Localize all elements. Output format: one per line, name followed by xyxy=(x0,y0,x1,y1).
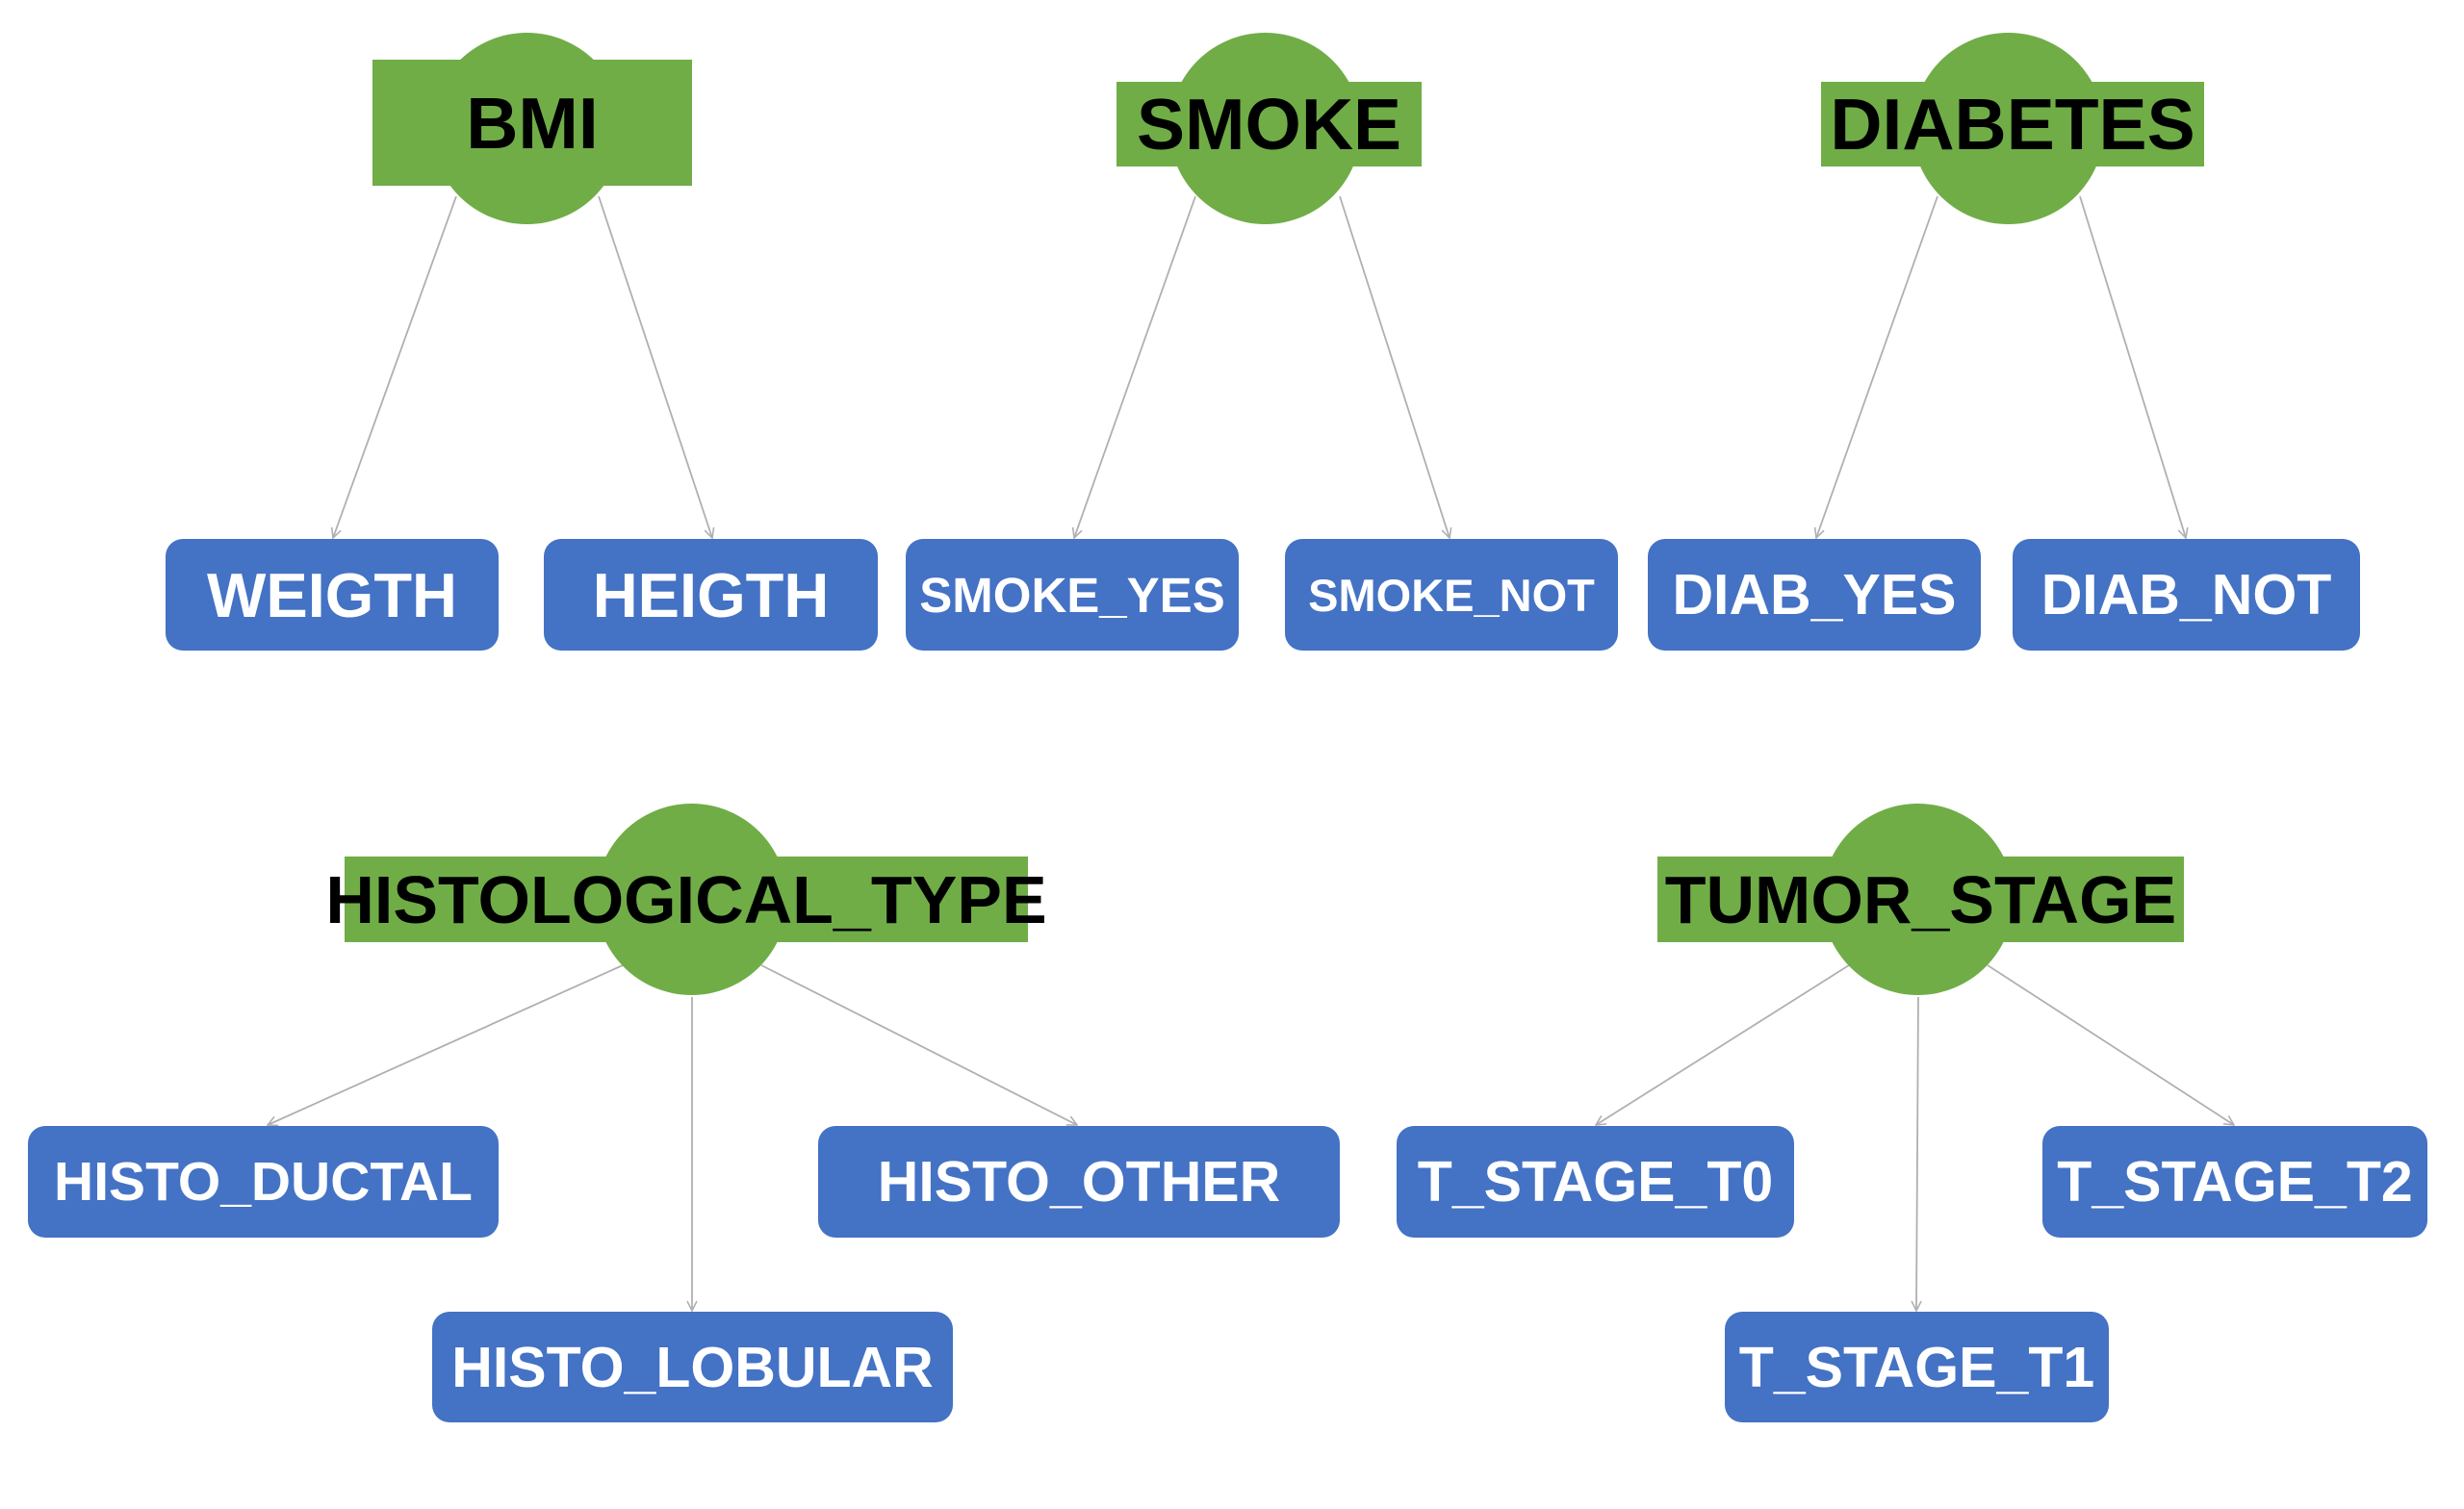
child-node-weigth: WEIGTH xyxy=(166,539,499,651)
parent-node-label-smoke: SMOKE xyxy=(1136,84,1402,165)
edge-tumor-stage-to-t-stage-t0 xyxy=(1596,964,1850,1125)
child-node-smoke-not: SMOKE_NOT xyxy=(1285,539,1618,651)
child-node-histo-other: HISTO_OTHER xyxy=(818,1126,1340,1238)
child-node-histo-lobular: HISTO_LOBULAR xyxy=(432,1312,953,1422)
parent-node-rect-histological-type xyxy=(345,857,1028,942)
child-node-t-stage-t1: T_STAGE_T1 xyxy=(1725,1312,2109,1422)
parent-node-label-diabetes: DIABETES xyxy=(1830,84,2195,165)
edge-bmi-to-weigth xyxy=(333,195,457,538)
edge-histological-type-to-histo-other xyxy=(760,964,1077,1125)
edge-tumor-stage-to-t-stage-t2 xyxy=(1987,964,2234,1125)
child-node-smoke-yes: SMOKE_YES xyxy=(906,539,1239,651)
child-node-t-stage-t0: T_STAGE_T0 xyxy=(1397,1126,1794,1238)
parent-node-rect-bmi xyxy=(372,60,692,186)
edge-diabetes-to-diab-yes xyxy=(1816,195,1938,538)
edge-bmi-to-heigth xyxy=(598,195,712,538)
child-node-t-stage-t2: T_STAGE_T2 xyxy=(2042,1126,2427,1238)
edge-smoke-to-smoke-yes xyxy=(1074,195,1196,538)
child-node-diab-not: DIAB_NOT xyxy=(2013,539,2360,651)
parent-node-label-tumor-stage: TUMOR_STAGE xyxy=(1664,861,2177,937)
child-node-diab-yes: DIAB_YES xyxy=(1648,539,1981,651)
edge-diabetes-to-diab-not xyxy=(2079,195,2186,538)
parent-node-label-histological-type: HISTOLOGICAL_TYPE xyxy=(325,861,1047,937)
edge-smoke-to-smoke-not xyxy=(1339,195,1450,538)
child-node-histo-ductal: HISTO_DUCTAL xyxy=(28,1126,499,1238)
edge-tumor-stage-to-t-stage-t1 xyxy=(1916,996,1918,1311)
edge-histological-type-to-histo-ductal xyxy=(268,964,624,1125)
parent-node-rect-smoke xyxy=(1116,82,1422,166)
parent-node-label-bmi: BMI xyxy=(466,82,599,164)
parent-node-rect-tumor-stage xyxy=(1657,857,2184,942)
parent-node-rect-diabetes xyxy=(1821,82,2204,166)
child-node-heigth: HEIGTH xyxy=(544,539,878,651)
